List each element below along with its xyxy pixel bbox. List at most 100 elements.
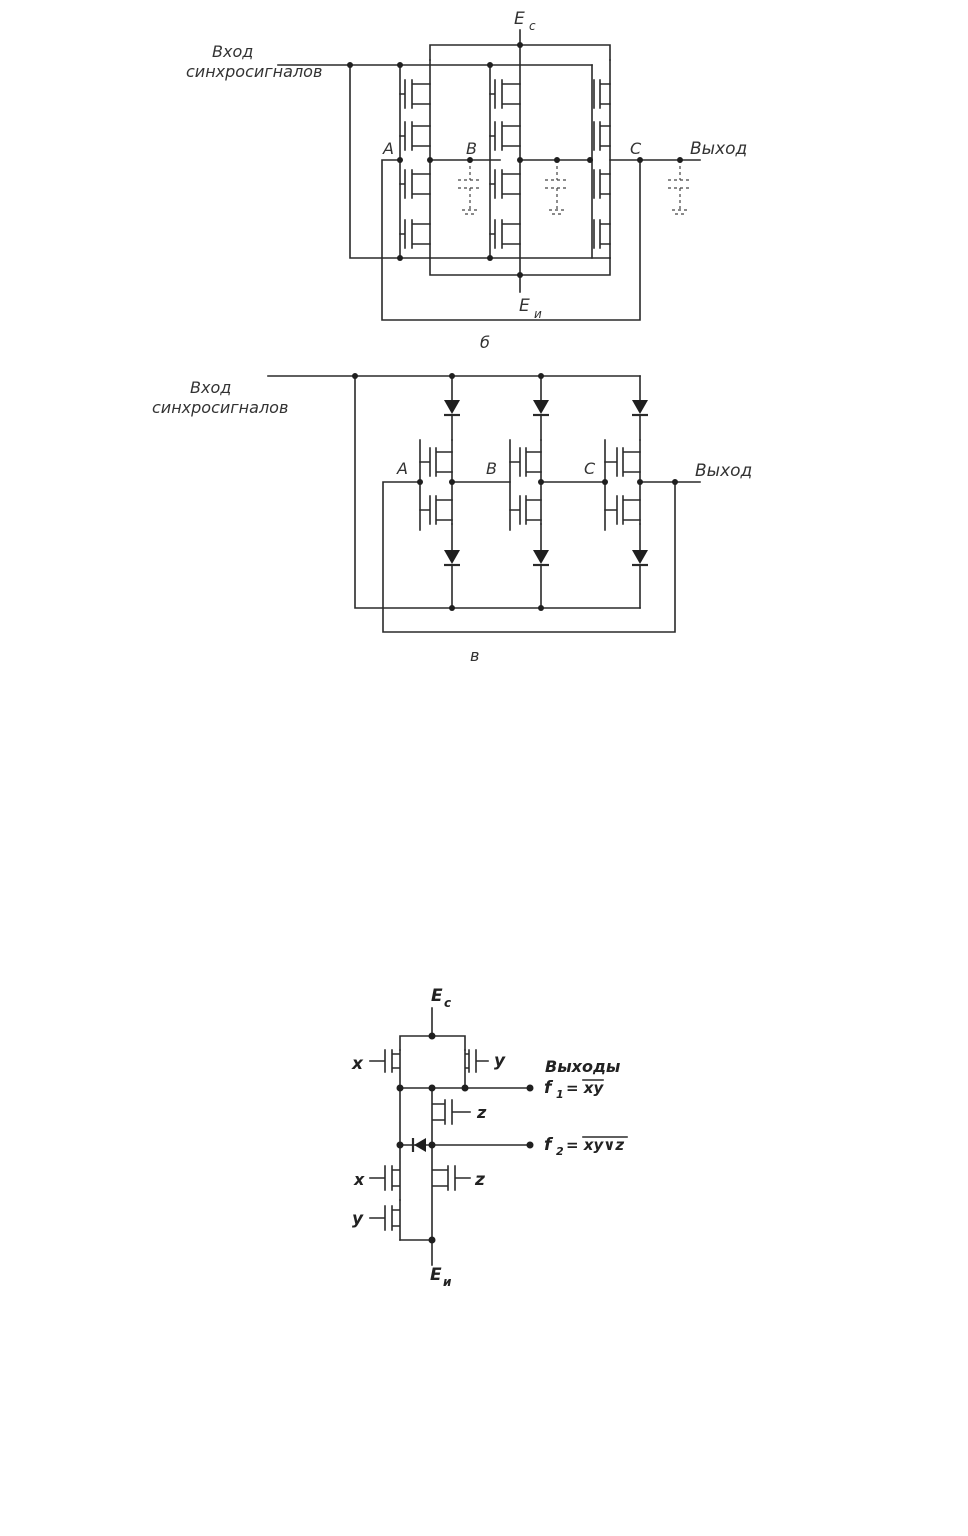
capacitor-c [545,160,569,214]
diode-icon [533,550,549,564]
f1-label: f [544,1078,554,1098]
diode-icon [533,400,549,414]
f2-expr: = xy∨z [566,1136,624,1154]
junction-dot [429,1085,436,1092]
supply-bottom-sub: и [534,307,542,321]
feedback-loop [382,160,640,320]
junction-dot [587,157,593,163]
f2-output-dot [527,1142,534,1149]
input-x2: x [353,1170,365,1189]
junction-dot [602,479,608,485]
junction-dot [538,605,544,611]
transistor-x1 [370,1050,400,1088]
junction-dot [352,373,358,379]
junction-dot [462,1085,469,1092]
output-label: Выход [690,139,747,159]
input-label-line1: Вход [212,42,253,61]
junction-dot [347,62,353,68]
diode-icon [632,550,648,564]
supply-bottom-label: E [519,296,530,316]
diagram-logic: E c E и x y z x z y Выходы f 1 = xy f 2 … [351,986,627,1289]
transistor-z1 [432,1088,470,1145]
diagram-b: Вход синхросигналов E c E и A B C Выход … [186,9,747,352]
supply-bottom-sub: и [443,1275,452,1289]
input-z1: z [476,1103,487,1122]
clock-bus-bottom [350,65,610,258]
diode-icon [444,400,460,414]
junction-dot [449,373,455,379]
junction-dot [429,1237,436,1244]
junction-dot [467,157,473,163]
junction-dot [517,42,523,48]
junction-dot [554,157,560,163]
transistor-y2 [370,1200,400,1240]
transistor-x2 [370,1145,400,1200]
cell-1 [400,60,430,258]
f1-sub: 1 [556,1088,564,1101]
junction-dot [487,255,493,261]
diode-icon [414,1138,426,1152]
f1-output-dot [527,1085,534,1092]
feedback-loop [383,482,675,632]
supply-top-label: E [431,986,443,1006]
column-3 [605,376,648,608]
node-b-label: B [466,139,477,158]
junction-dot [637,479,643,485]
caption-v: в [470,646,479,665]
junction-dot [538,373,544,379]
f2-sub: 2 [556,1145,564,1158]
junction-dot [397,62,403,68]
diode-icon [632,400,648,414]
junction-dot [677,157,683,163]
column-1 [420,376,460,608]
ec-rail [400,1008,465,1050]
node-a-label: A [382,139,394,158]
input-z2: z [474,1170,485,1190]
node-c-label: C [584,459,596,478]
transistor-y1 [465,1050,488,1088]
junction-dot [429,1142,436,1149]
junction-dot [517,157,523,163]
junction-dot [429,1033,436,1040]
junction-dot [517,272,523,278]
junction-dot [538,479,544,485]
supply-top-label: E [514,9,525,29]
input-label-line2: синхросигналов [152,398,288,417]
eu-rail [400,1240,432,1265]
outputs-label: Выходы [545,1057,621,1076]
node-a-label: A [396,459,408,478]
supply-top-sub: c [529,19,536,33]
junction-dot [487,62,493,68]
column-2 [510,376,549,608]
junction-dot [449,605,455,611]
f1-expr: = xy [566,1079,604,1097]
diagram-v: Вход синхросигналов A B C Выход в [152,373,752,665]
junction-dot [417,479,423,485]
input-x1: x [351,1054,364,1074]
input-y1: y [494,1051,506,1071]
junction-dot [449,479,455,485]
capacitor-out [668,160,692,214]
cell-3 [592,60,610,258]
transistor-z2 [432,1145,470,1240]
supply-bottom-label: E [430,1265,442,1285]
node-c-label: C [630,139,642,158]
caption-b: б [480,333,490,352]
input-y2: y [352,1209,364,1229]
junction-dot [397,1085,404,1092]
node-b-label: B [486,459,497,478]
output-label: Выход [695,461,752,481]
junction-dot [427,157,433,163]
capacitor-b [458,160,482,214]
input-label-line1: Вход [190,378,231,397]
supply-top-sub: c [444,996,451,1010]
junction-dot [397,1142,404,1149]
clock-bus-bottom [355,376,640,608]
diode-icon [444,550,460,564]
junction-dot [637,157,643,163]
junction-dot [397,157,403,163]
junction-dot [672,479,678,485]
f2-label: f [544,1135,554,1155]
